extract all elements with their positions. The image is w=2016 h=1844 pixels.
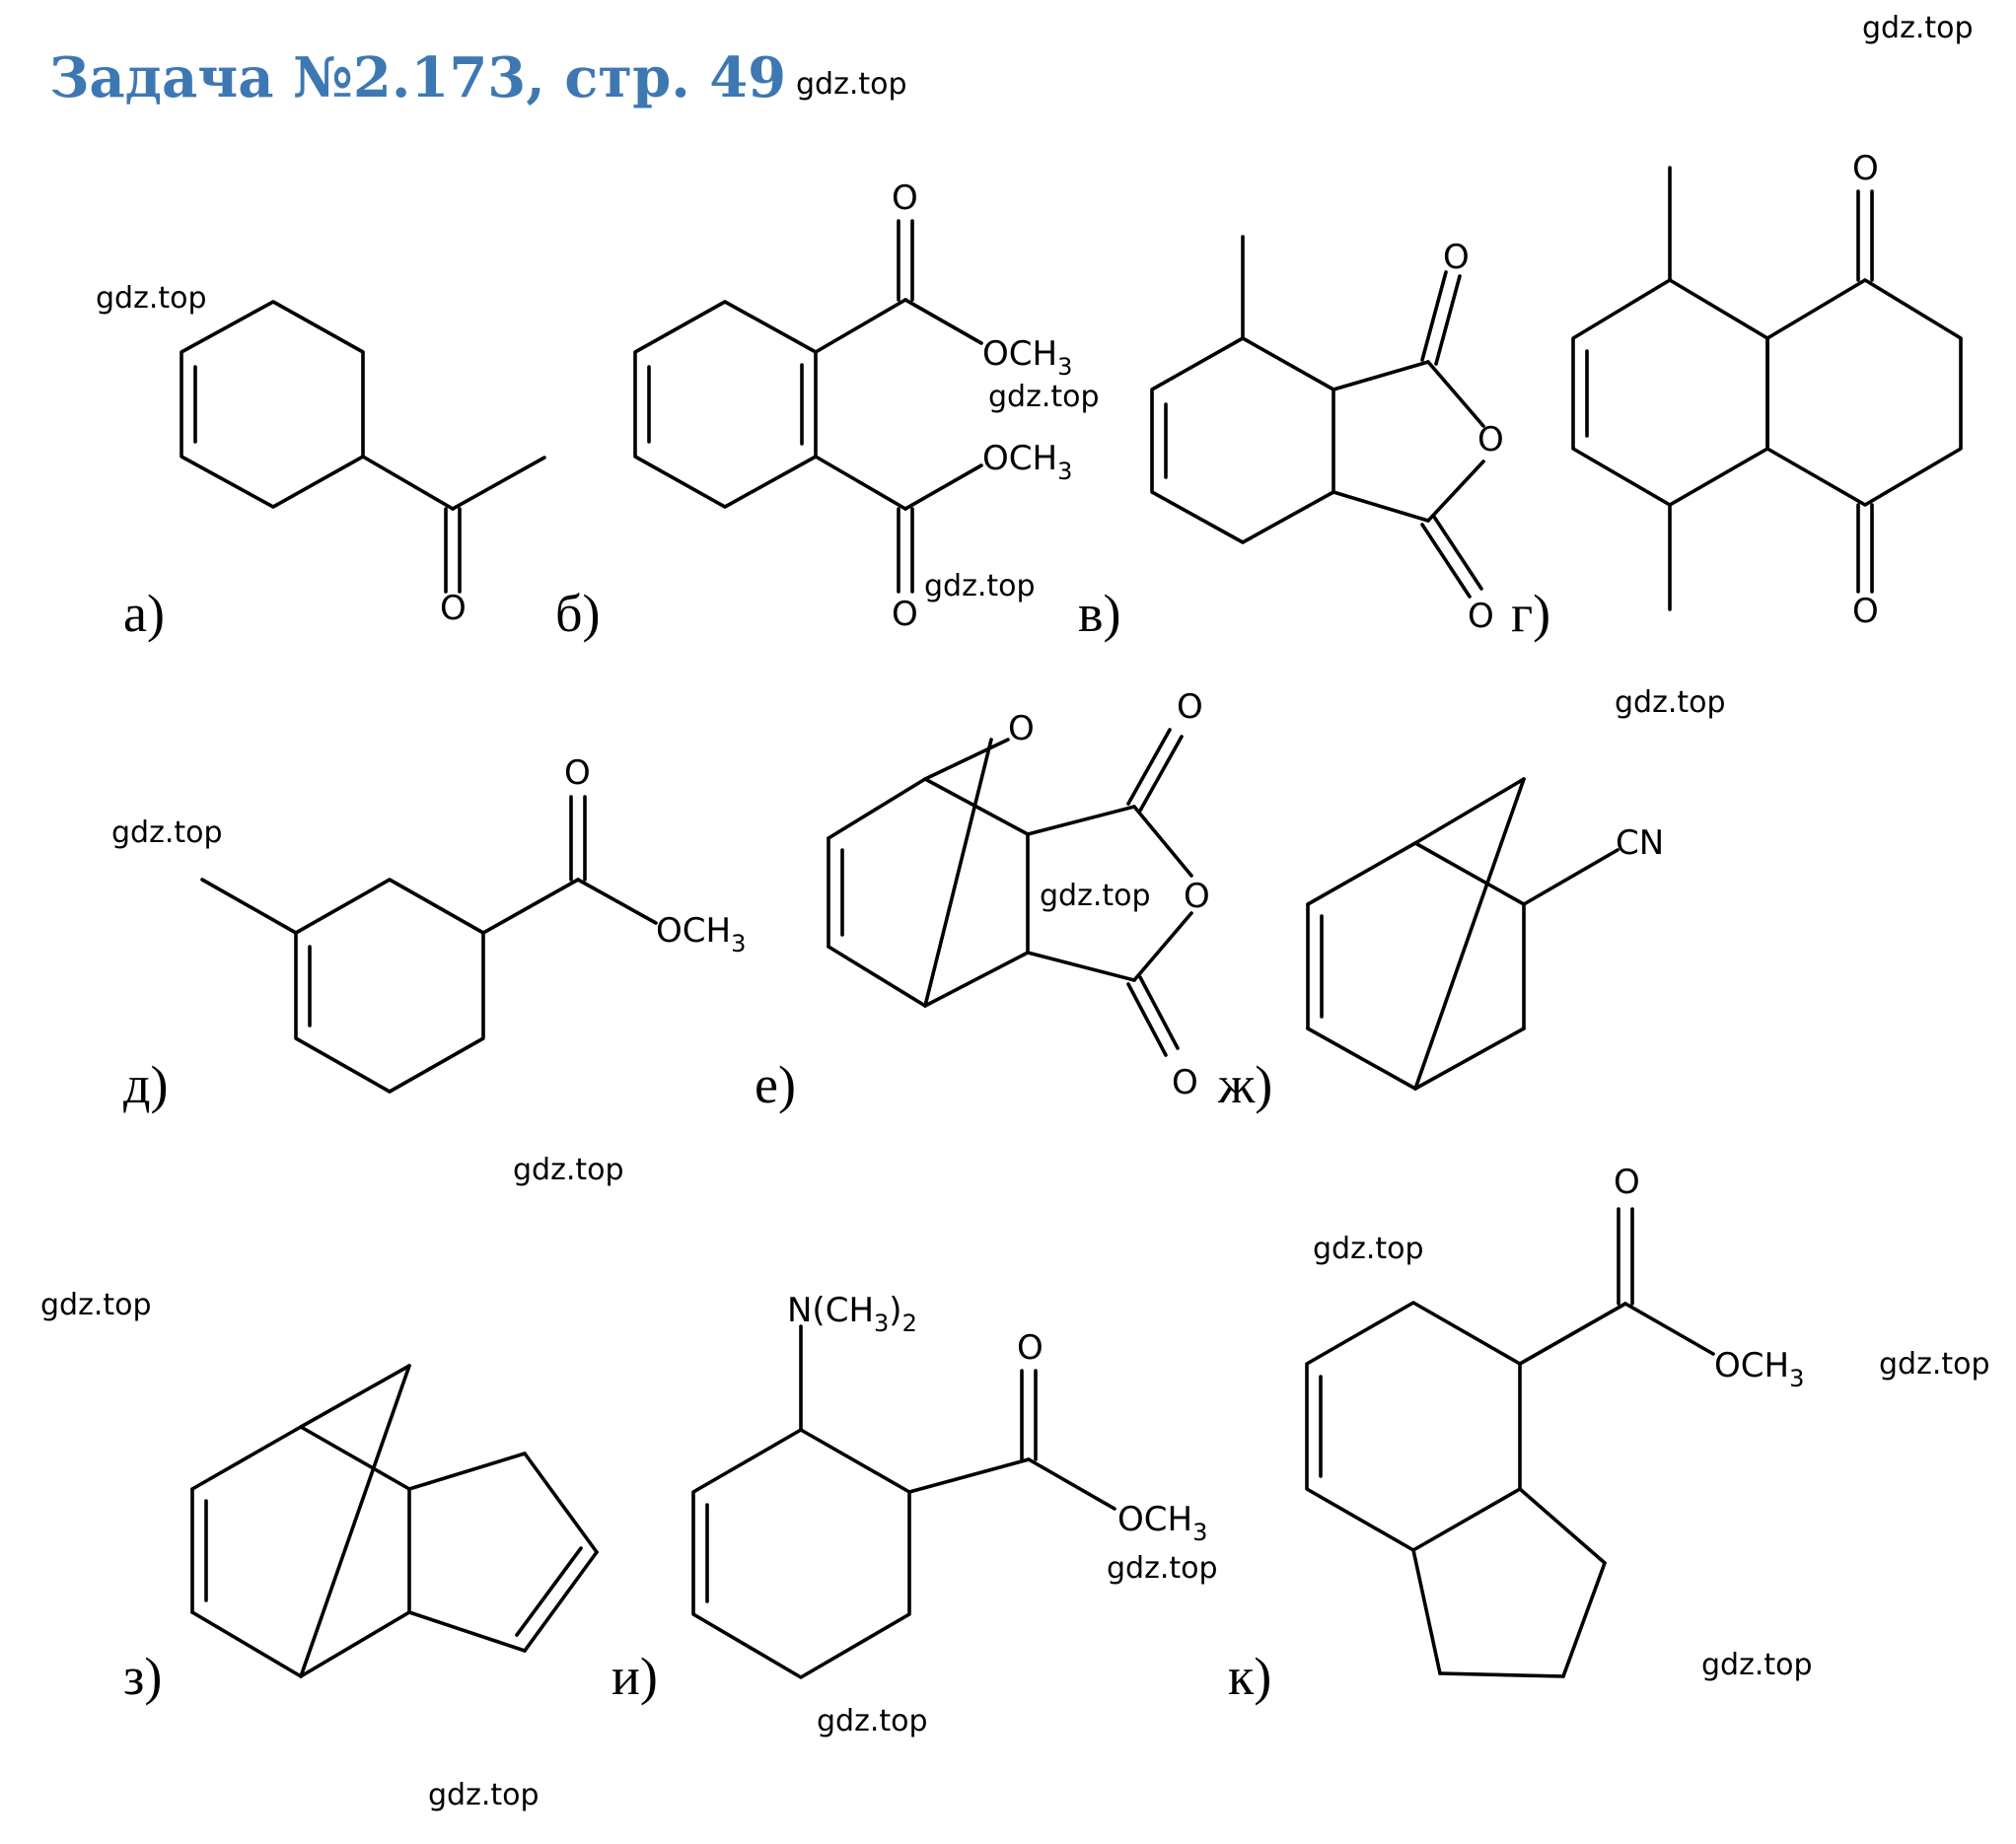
atom-o: O xyxy=(892,595,918,634)
label-b: б) xyxy=(555,584,600,643)
watermark: gdz.top xyxy=(96,281,207,316)
page-title: Задача №2.173, стр. 49 xyxy=(49,45,786,110)
watermarks: gdz.top gdz.top gdz.top gdz.top gdz.top … xyxy=(40,11,1990,1812)
structure-g xyxy=(1571,166,1963,611)
atom-nch32: N(CH3)2 xyxy=(787,1291,917,1337)
watermark: gdz.top xyxy=(428,1778,540,1812)
label-e: е) xyxy=(755,1055,796,1114)
atom-o: O xyxy=(1614,1163,1640,1202)
atom-och3: OCH3 xyxy=(1714,1346,1804,1392)
atom-o: O xyxy=(1017,1328,1044,1368)
structure-b xyxy=(633,219,983,594)
atom-o: O xyxy=(1852,592,1879,631)
watermark: gdz.top xyxy=(924,569,1036,603)
watermark: gdz.top xyxy=(988,380,1100,414)
watermark: gdz.top xyxy=(1879,1347,1990,1382)
watermark: gdz.top xyxy=(40,1288,152,1322)
label-a: а) xyxy=(123,584,165,643)
atom-och3: OCH3 xyxy=(982,439,1072,485)
atom-o: O xyxy=(892,178,918,218)
structure-v xyxy=(1150,235,1485,599)
label-k: к) xyxy=(1228,1647,1271,1706)
label-i: и) xyxy=(612,1647,658,1706)
atom-o: O xyxy=(564,753,591,793)
watermark: gdz.top xyxy=(817,1704,928,1738)
structure-k xyxy=(1305,1207,1715,1678)
label-g: г) xyxy=(1511,584,1550,643)
structure-z xyxy=(190,1364,599,1678)
structure-e xyxy=(827,728,1193,1057)
atom-o: O xyxy=(1177,687,1203,727)
watermark: gdz.top xyxy=(1107,1551,1218,1586)
label-z: з) xyxy=(123,1647,162,1706)
structure-i xyxy=(691,1324,1116,1679)
watermark: gdz.top xyxy=(1615,685,1726,720)
watermark: gdz.top xyxy=(1313,1232,1424,1266)
structure-zh xyxy=(1306,777,1620,1091)
atom-o: O xyxy=(1477,420,1504,460)
label-d: д) xyxy=(123,1055,168,1114)
atom-o: O xyxy=(1468,597,1494,636)
atom-och3: OCH3 xyxy=(982,334,1072,381)
watermark: gdz.top xyxy=(796,67,907,102)
label-zh: ж) xyxy=(1217,1055,1272,1114)
atom-o: O xyxy=(440,589,467,628)
watermark: gdz.top xyxy=(1862,11,1974,45)
label-v: в) xyxy=(1078,584,1120,643)
atom-cn: CN xyxy=(1616,823,1664,863)
atom-o: O xyxy=(1008,709,1035,748)
structure-d xyxy=(200,795,658,1094)
watermark: gdz.top xyxy=(111,816,223,850)
atom-o: O xyxy=(1443,238,1470,277)
watermark: gdz.top xyxy=(1701,1648,1813,1682)
atom-och3: OCH3 xyxy=(656,911,746,957)
atom-och3: OCH3 xyxy=(1117,1500,1207,1546)
watermark: gdz.top xyxy=(1040,879,1151,913)
watermark: gdz.top xyxy=(513,1153,624,1187)
atom-o: O xyxy=(1184,877,1210,916)
structure-a xyxy=(180,300,546,594)
atom-o: O xyxy=(1172,1063,1198,1102)
atom-o: O xyxy=(1852,149,1879,188)
